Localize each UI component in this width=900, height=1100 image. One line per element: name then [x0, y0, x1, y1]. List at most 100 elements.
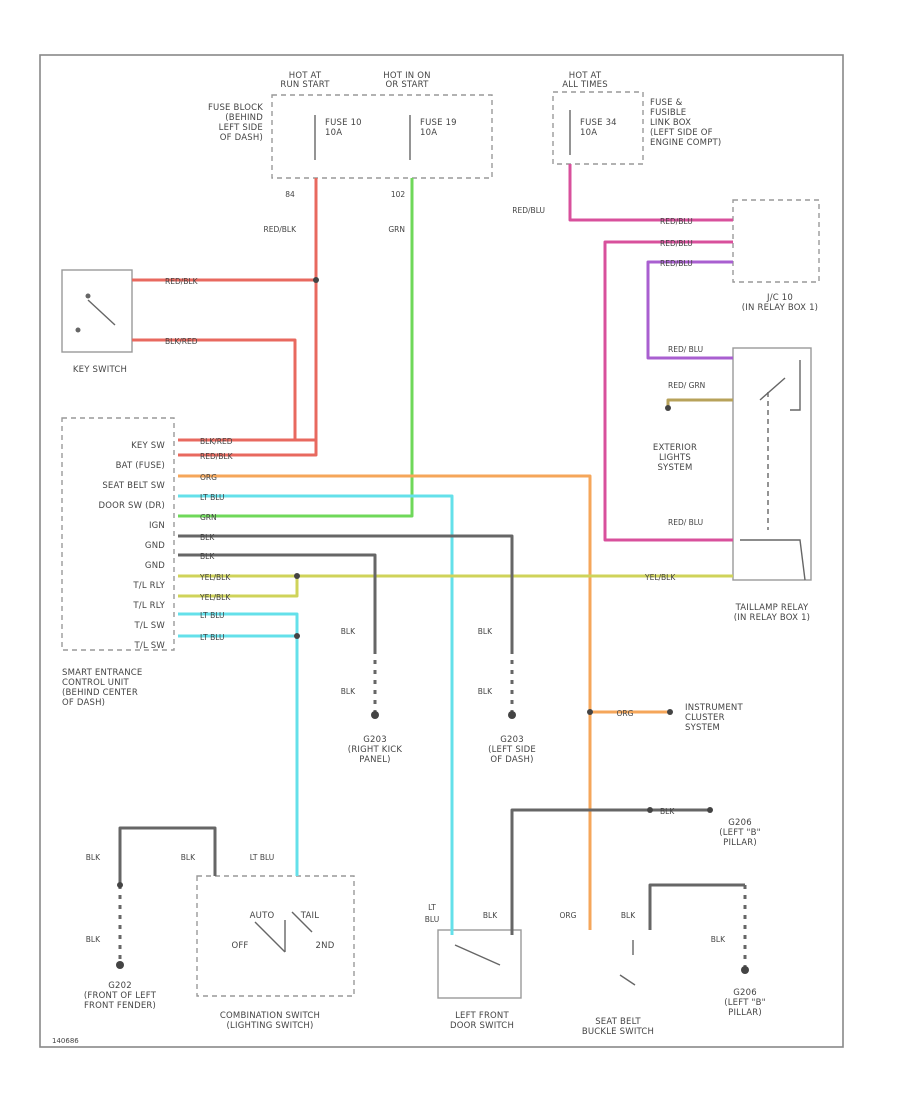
combo-2nd: 2ND	[316, 941, 335, 951]
wire-label: BLK	[181, 853, 196, 862]
wires-group	[116, 164, 749, 974]
wire-label: RED/BLU	[512, 206, 545, 215]
wire-label: BLK/RED	[200, 437, 233, 446]
wire-label: 102	[391, 190, 406, 199]
g-left-label-line: (LEFT SIDE	[488, 745, 536, 755]
cyan-wire-door	[178, 494, 454, 935]
wire-label: RED/BLK	[165, 277, 199, 286]
wire-label: BLK	[711, 935, 726, 944]
combo-switch-label-line: (LIGHTING SWITCH)	[227, 1021, 314, 1031]
wire-label: BLK	[478, 687, 493, 696]
g-front-label-line: G202	[108, 981, 132, 991]
splice-point	[117, 882, 123, 888]
fuse-link-box	[552, 91, 644, 165]
ext-lights-label-line: SYSTEM	[657, 463, 692, 473]
g-pillar2-label-line: PILLAR)	[728, 1008, 762, 1018]
g-pillar2-label-line: (LEFT "B"	[724, 998, 766, 1008]
fusible-box-label-line: ENGINE COMPT)	[650, 138, 721, 148]
wire-label: ORG	[617, 709, 634, 718]
wire-label: BLK	[86, 853, 101, 862]
fuse-block-label-line: OF DASH)	[220, 133, 263, 143]
g-pillar1-label-line: PILLAR)	[723, 838, 757, 848]
wire-label: RED/ BLU	[668, 518, 703, 527]
taillamp-label-line: (IN RELAY BOX 1)	[734, 613, 810, 623]
wire-label: BLU	[425, 915, 439, 924]
splice-point	[587, 709, 593, 715]
fusible-box-label-line: FUSE &	[650, 98, 683, 108]
wire-label: BLK	[200, 552, 215, 561]
figure-id: 140686	[52, 1037, 79, 1045]
ic-label-line: INSTRUMENT	[685, 703, 743, 713]
g-pillar1-label-line: (LEFT "B"	[719, 828, 761, 838]
wire-label: YEL/BLK	[199, 593, 231, 602]
wire-label: RED/BLK	[200, 452, 234, 461]
blkred-wire	[132, 338, 297, 442]
combo-auto: AUTO	[250, 911, 275, 921]
fusible-box-label-line: (LEFT SIDE OF	[650, 128, 713, 138]
fuse-link-label-line: 10A	[580, 128, 597, 138]
wire-label: RED/ BLU	[668, 345, 703, 354]
gray-wire-door	[510, 808, 710, 935]
g-left-label-line: OF DASH)	[490, 755, 533, 765]
diagram-frame	[39, 54, 844, 1048]
wire-label: YEL/BLK	[644, 573, 676, 582]
fuse-block-label-line: FUSE BLOCK	[208, 103, 263, 113]
unit-pin-label-line: GND	[145, 561, 165, 571]
gray-wire-seat	[648, 883, 745, 930]
ic-label-line: SYSTEM	[685, 723, 720, 733]
red-wire-bat2	[178, 440, 318, 457]
taillamp-relay-box	[732, 347, 812, 581]
hot-on-label-line: HOT IN ON	[383, 71, 430, 81]
pink-wire-mid	[603, 240, 733, 542]
wire-label: RED/BLU	[660, 259, 693, 268]
g-pillar2-label-line: G206	[733, 988, 757, 998]
splice-point	[371, 711, 379, 719]
jc-label-line: J/C 10	[766, 293, 793, 303]
hot-run-label-line: RUN START	[280, 80, 330, 90]
gray-wire-gnd2	[178, 534, 514, 650]
wire-label: BLK/RED	[165, 337, 198, 346]
g-right-label-line: G203	[363, 735, 387, 745]
wire-label: BLK	[341, 687, 356, 696]
wire-label: LT	[428, 903, 436, 912]
fuse-2-label-line: FUSE 19	[420, 118, 457, 128]
wire-label: LT BLU	[200, 611, 225, 620]
wire-label: BLK	[341, 627, 356, 636]
wire-label: BLK	[200, 533, 215, 542]
cyan-wire-tl	[178, 612, 299, 638]
joint-connector-box	[732, 199, 820, 283]
splice-point	[294, 573, 300, 579]
wire-label: RED/BLU	[660, 217, 693, 226]
purple-wire	[646, 260, 733, 360]
ic-label-line: CLUSTER	[685, 713, 725, 723]
unit-title-label-line: CONTROL UNIT	[62, 678, 129, 688]
fusible-box-label-line: FUSIBLE	[650, 108, 686, 118]
smart-entrance-box	[61, 417, 175, 651]
splice-point	[116, 961, 124, 969]
unit-pin-label-line: T/L SW	[134, 641, 166, 651]
seat-belt-label-line: SEAT BELT	[595, 1017, 641, 1027]
jc-label-line: (IN RELAY BOX 1)	[742, 303, 818, 313]
wire-label: RED/ GRN	[668, 381, 705, 390]
combo-tail: TAIL	[300, 911, 319, 921]
hot-on-label-line: OR START	[385, 80, 429, 90]
wire-label: ORG	[200, 473, 217, 482]
gray-wire-gnd1	[178, 553, 377, 650]
wire-label: GRN	[200, 513, 217, 522]
orange-wire	[178, 474, 592, 930]
fuse-2-label-line: 10A	[420, 128, 437, 138]
g-front-label-line: FRONT FENDER)	[84, 1001, 156, 1011]
hot-all-label-line: HOT AT	[569, 71, 602, 81]
green-wire	[178, 178, 414, 518]
unit-title-label-line: (BEHIND CENTER	[62, 688, 138, 698]
door-switch-label-line: DOOR SWITCH	[450, 1021, 514, 1031]
fuse-1-label-line: FUSE 10	[325, 118, 362, 128]
unit-pin-label-line: GND	[145, 541, 165, 551]
fuse-block-box	[271, 94, 493, 179]
combo-switch-label-line: COMBINATION SWITCH	[220, 1011, 320, 1021]
unit-pin-label-line: KEY SW	[131, 441, 165, 451]
hot-all-label-line: ALL TIMES	[562, 80, 608, 90]
g-front-label-line: (FRONT OF LEFT	[84, 991, 157, 1001]
